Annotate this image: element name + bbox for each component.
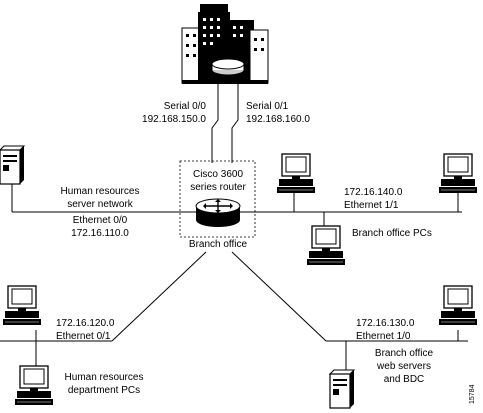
web-server-tower-icon bbox=[329, 369, 355, 409]
figure-number: 15784 bbox=[469, 384, 476, 404]
web-servers-label-3: and BDC bbox=[384, 374, 425, 385]
branch-pc-icon bbox=[306, 225, 346, 266]
ethernet-1-0-network: 172.16.130.0 bbox=[356, 318, 415, 329]
serial-0-1-link bbox=[231, 84, 239, 163]
ethernet-1-0-label: Ethernet 1/0 bbox=[356, 331, 411, 342]
serial-0-0-link bbox=[211, 84, 219, 163]
serial-0-0-network: 192.168.150.0 bbox=[142, 114, 206, 125]
ethernet-0-1-label: Ethernet 0/1 bbox=[56, 331, 111, 342]
hr-pcs-label: Human resources bbox=[65, 372, 144, 383]
hr-pc-icon bbox=[14, 365, 54, 406]
hr-server-label: Human resources bbox=[61, 186, 140, 197]
ethernet-1-1-network: 172.16.140.0 bbox=[344, 187, 403, 198]
web-server-pc-icon bbox=[438, 285, 478, 326]
branch-router-icon bbox=[195, 198, 241, 227]
branch-office-boundary bbox=[179, 160, 256, 238]
branch-pcs-label: Branch office PCs bbox=[352, 228, 432, 239]
serial-0-1-network: 192.168.160.0 bbox=[246, 114, 310, 125]
ethernet-0-0-network: 172.16.110.0 bbox=[71, 228, 129, 239]
branch-office-label: Branch office bbox=[189, 239, 248, 250]
ethernet-0-1-network: 172.16.120.0 bbox=[56, 318, 115, 329]
hq-router-icon bbox=[211, 58, 245, 76]
branch-pc-icon bbox=[438, 153, 478, 194]
ethernet-1-1-label: Ethernet 1/1 bbox=[344, 200, 399, 211]
hr-pcs-label-2: department PCs bbox=[68, 385, 140, 396]
serial-0-1-label: Serial 0/1 bbox=[246, 101, 289, 112]
hr-pc-icon bbox=[2, 285, 42, 326]
ethernet-1-0-link bbox=[231, 251, 327, 342]
ethernet-0-1-link bbox=[111, 251, 207, 342]
serial-0-0-label: Serial 0/0 bbox=[164, 101, 207, 112]
headquarters-building-icon bbox=[181, 4, 269, 84]
branch-pc-icon bbox=[276, 153, 316, 194]
ethernet-0-0-label: Ethernet 0/0 bbox=[73, 215, 128, 226]
router-model-label: Cisco 3600 bbox=[193, 169, 243, 180]
hr-server-label-2: server network bbox=[67, 199, 134, 210]
web-servers-label: Branch office bbox=[375, 348, 434, 359]
web-servers-label-2: web servers bbox=[376, 361, 431, 372]
hr-server-icon bbox=[0, 145, 25, 185]
router-series-label: series router bbox=[190, 182, 246, 193]
